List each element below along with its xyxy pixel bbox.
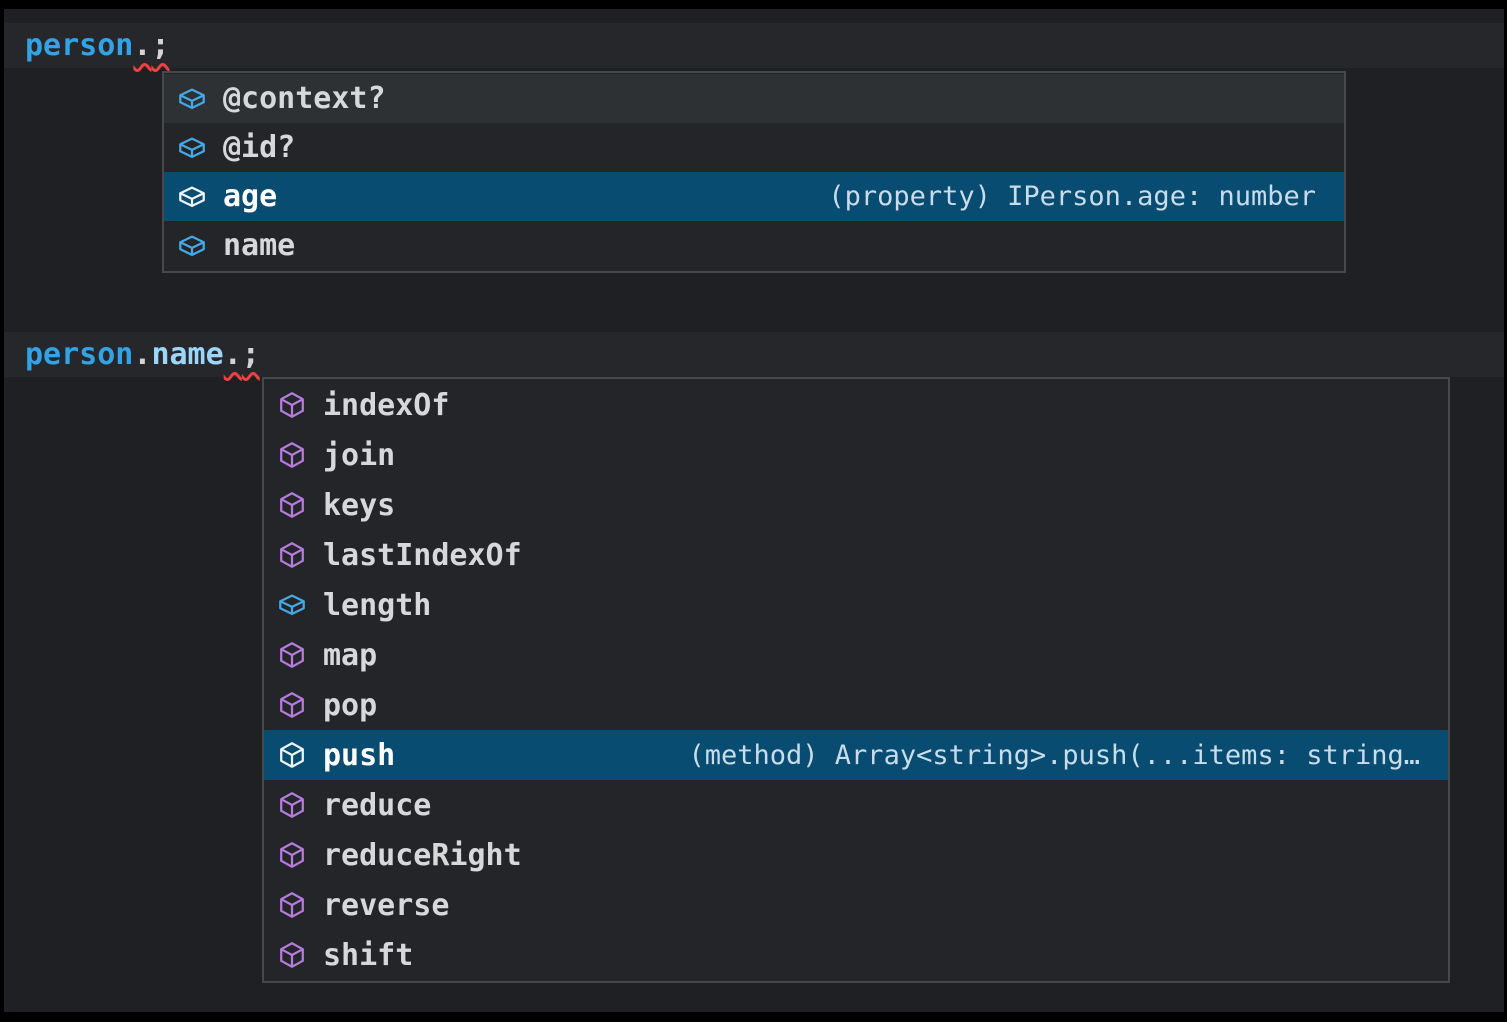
symbol-method-icon	[277, 390, 307, 420]
symbol-method-icon	[277, 440, 307, 470]
suggest-widget-name: indexOf join keys lastIndexOf length map pop pu…	[262, 377, 1450, 983]
suggestion-item-name[interactable]: name	[164, 221, 1344, 270]
code-token-identifier: person	[25, 28, 134, 63]
suggestion-detail: (method) Array<string>.push(...items: st…	[688, 739, 1421, 771]
suggestion-label: length	[323, 587, 432, 623]
suggestion-detail: (property) IPerson.age: number	[828, 181, 1316, 212]
symbol-field-icon	[277, 590, 307, 620]
line-highlight-2	[4, 332, 1504, 377]
symbol-field-icon	[177, 133, 207, 163]
suggestion-label: pop	[323, 687, 378, 723]
line-highlight-1	[4, 23, 1504, 68]
suggestion-item-pop[interactable]: pop	[264, 680, 1448, 730]
suggestion-item-keys[interactable]: keys	[264, 480, 1448, 530]
suggestion-item-push[interactable]: push (method) Array<string>.push(...items…	[264, 730, 1448, 780]
symbol-field-icon	[177, 231, 207, 261]
suggestion-item-shift[interactable]: shift	[264, 930, 1448, 980]
code-line-person[interactable]: person.;	[25, 23, 170, 68]
suggestion-label: @context?	[223, 81, 386, 116]
symbol-method-icon	[277, 790, 307, 820]
code-line-person-name[interactable]: person.name.;	[25, 332, 260, 377]
suggestion-item-context[interactable]: @context?	[164, 74, 1344, 123]
symbol-method-icon	[277, 890, 307, 920]
symbol-field-icon	[177, 84, 207, 114]
suggestion-label: keys	[323, 487, 396, 523]
symbol-method-icon	[277, 640, 307, 670]
suggestion-item-lastindexof[interactable]: lastIndexOf	[264, 530, 1448, 580]
code-token-punct-error: ;	[151, 28, 170, 63]
symbol-method-icon	[277, 740, 307, 770]
suggestion-label: reduceRight	[323, 837, 522, 873]
suggestion-item-map[interactable]: map	[264, 630, 1448, 680]
suggestion-label: push	[323, 737, 396, 773]
suggestion-item-id[interactable]: @id?	[164, 123, 1344, 172]
suggestion-label: map	[323, 637, 378, 673]
suggestion-label: name	[223, 228, 296, 263]
symbol-method-icon	[277, 840, 307, 870]
symbol-method-icon	[277, 940, 307, 970]
code-token-identifier: person	[25, 337, 134, 372]
suggestion-item-reduce[interactable]: reduce	[264, 780, 1448, 830]
code-token-punct-error: ;	[241, 337, 260, 372]
suggestion-item-reverse[interactable]: reverse	[264, 880, 1448, 930]
symbol-method-icon	[277, 690, 307, 720]
suggest-widget-person: @context? @id? age (property) IPerson.age: …	[162, 71, 1346, 273]
suggestion-label: age	[223, 179, 278, 214]
suggestion-label: @id?	[223, 130, 296, 165]
symbol-method-icon	[277, 540, 307, 570]
suggestion-label: indexOf	[323, 387, 450, 423]
suggestion-item-join[interactable]: join	[264, 430, 1448, 480]
code-token-punct-error: .	[223, 337, 242, 372]
suggestion-item-indexof[interactable]: indexOf	[264, 380, 1448, 430]
suggestion-label: shift	[323, 937, 414, 973]
suggestion-item-length[interactable]: length	[264, 580, 1448, 630]
suggestion-label: reduce	[323, 787, 432, 823]
symbol-method-icon	[277, 490, 307, 520]
suggestion-label: reverse	[323, 887, 450, 923]
suggestion-item-age[interactable]: age (property) IPerson.age: number	[164, 172, 1344, 221]
suggestion-label: lastIndexOf	[323, 537, 522, 573]
code-token-punct: .	[133, 337, 152, 372]
suggestion-label: join	[323, 437, 396, 473]
code-token-punct-error: .	[133, 28, 152, 63]
symbol-field-icon	[177, 182, 207, 212]
code-token-member: name	[151, 337, 224, 372]
suggestion-item-reduceright[interactable]: reduceRight	[264, 830, 1448, 880]
code-editor: person.; person.name.; @context?@id?age(…	[4, 9, 1504, 1012]
